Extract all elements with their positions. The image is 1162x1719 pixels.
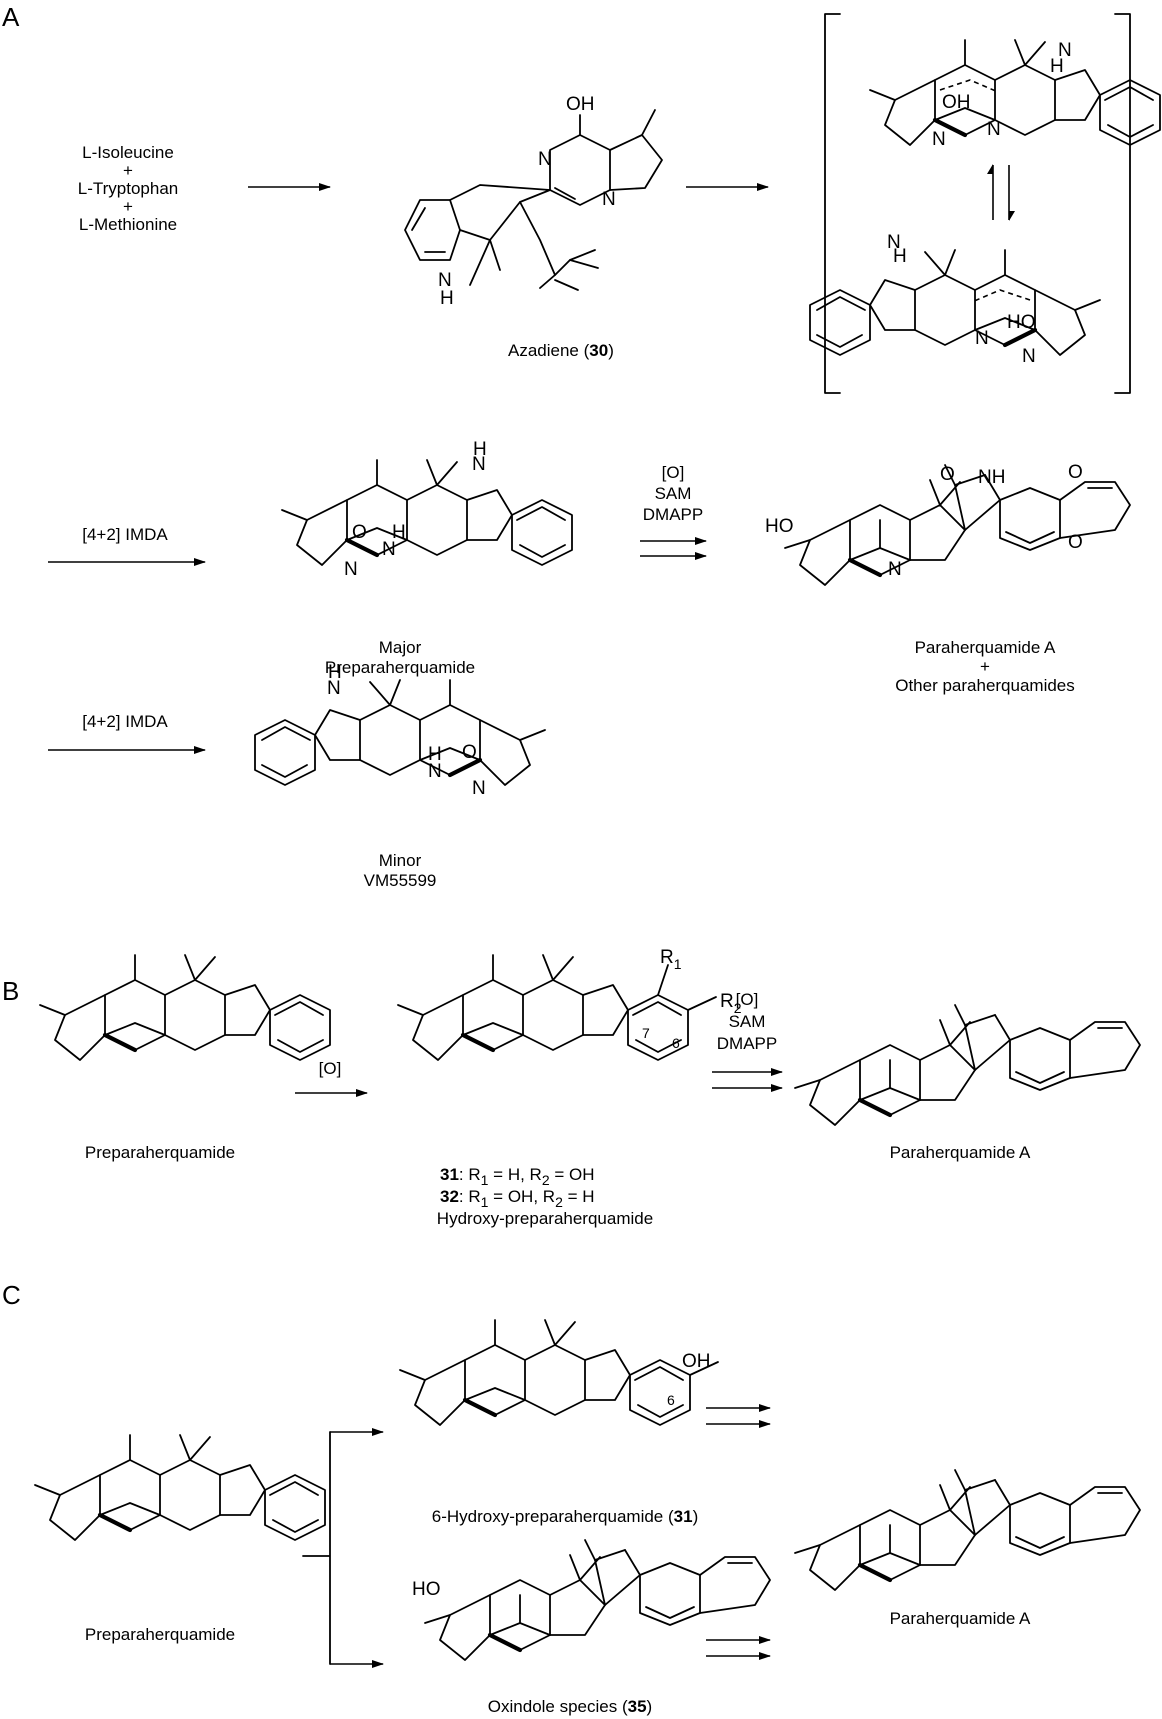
svg-text:N: N [888, 559, 902, 580]
other-products-label: Other paraherquamides [895, 676, 1075, 695]
reactant-isoleucine: L-Isoleucine [82, 143, 174, 162]
minor-n: N [472, 778, 486, 799]
oxindole-ho: HO [412, 1579, 441, 1600]
preparaherquamide-c-label: Preparaherquamide [85, 1625, 235, 1644]
panel-a-label: A [2, 2, 20, 32]
svg-text:O: O [1068, 462, 1083, 483]
imda-major-condition: [4+2] IMDA [82, 525, 168, 544]
major-name: Preparaherquamide [325, 658, 475, 677]
paraherquamide-a-structure: O NH HO N O O [765, 462, 1130, 585]
svg-text:O: O [940, 464, 955, 485]
azadiene-n2: N [602, 189, 616, 210]
hydroxy-31-structure [400, 1320, 719, 1425]
azadiene-structure: OH N N N H [404, 94, 663, 309]
svg-text:HO: HO [765, 516, 794, 537]
preparaherquamide-b-label: Preparaherquamide [85, 1143, 235, 1162]
left-bracket [824, 13, 841, 394]
oxindole-35-structure [425, 1540, 770, 1660]
r1-substituent: R1 [660, 947, 682, 972]
panel-b-label: B [2, 976, 19, 1006]
hydroxy-preparaherquamide-structure [398, 955, 717, 1060]
branch-line [302, 1431, 331, 1665]
svg-text:N: N [1058, 40, 1072, 61]
svg-text:OH: OH [942, 92, 971, 113]
svg-text:O: O [352, 522, 367, 543]
transition-state-top: N H OH N N [870, 40, 1160, 150]
r2-substituent: R2 [720, 991, 742, 1016]
azadiene-nh: N [438, 270, 452, 291]
svg-text:O: O [1068, 532, 1083, 553]
azadiene-label: Azadiene (30) [508, 341, 614, 360]
svg-text:N: N [472, 454, 486, 475]
plus-sign: + [980, 657, 990, 676]
position-7-label: 7 [642, 1025, 650, 1041]
minor-o: O [462, 742, 477, 763]
svg-text:NH: NH [978, 467, 1005, 488]
condition-oxidation: [O] [736, 990, 759, 1009]
paraherquamide-a-structure-b [795, 1005, 1140, 1125]
svg-text:N: N [344, 559, 358, 580]
minor-vm55599-structure [255, 680, 545, 785]
azadiene-oh: OH [566, 94, 595, 115]
condition-oxidation: [O] [662, 463, 685, 482]
ts-bottom-n1: N [975, 328, 989, 349]
ts-bottom-n2: N [1022, 346, 1036, 367]
condition-dmapp: DMAPP [717, 1034, 777, 1053]
compound-31-definition: 31: R1 = H, R2 = OH [440, 1165, 595, 1188]
right-bracket [1114, 13, 1131, 394]
hydroxy-31-label: 6-Hydroxy-preparaherquamide (31) [432, 1507, 698, 1526]
azadiene-h: H [440, 288, 454, 309]
svg-text:H: H [1050, 56, 1064, 77]
ts-bottom-nh: N [887, 232, 901, 253]
paraherquamide-a-structure-c [795, 1470, 1140, 1590]
transition-state-bottom [810, 250, 1100, 355]
major-label: Major [379, 638, 422, 657]
oxindole-35-label: Oxindole species (35) [488, 1697, 652, 1716]
minor-h: H [328, 662, 342, 683]
reactant-methionine: L-Methionine [79, 215, 177, 234]
svg-text:H: H [392, 522, 406, 543]
imda-minor-condition: [4+2] IMDA [82, 712, 168, 731]
minor-h2: H [428, 744, 442, 765]
azadiene-n1: N [538, 149, 552, 170]
position-6-label: 6 [667, 1392, 675, 1408]
svg-text:N: N [382, 539, 396, 560]
paraherquamide-a-label-b: Paraherquamide A [890, 1143, 1031, 1162]
minor-nh: N [327, 678, 341, 699]
compound-32-definition: 32: R1 = OH, R2 = H [440, 1187, 595, 1210]
plus-sign: + [123, 161, 133, 180]
condition-dmapp: DMAPP [643, 505, 703, 524]
condition-sam: SAM [655, 484, 692, 503]
plus-sign: + [123, 197, 133, 216]
svg-text:N: N [932, 129, 946, 150]
major-preparaherquamide-structure: N H O N N H [282, 439, 572, 580]
ts-bottom-h: H [893, 246, 907, 267]
ts-bottom-ho: HO [1007, 312, 1036, 333]
hydroxy-preparaherquamide-label: Hydroxy-preparaherquamide [437, 1209, 653, 1228]
position-6-label: 6 [672, 1035, 680, 1051]
condition-sam: SAM [729, 1012, 766, 1031]
panel-c-label: C [2, 1280, 21, 1310]
hydroxy-oh: OH [682, 1351, 711, 1372]
product-label: Paraherquamide A [915, 638, 1056, 657]
preparaherquamide-b-structure [40, 955, 330, 1060]
reactant-tryptophan: L-Tryptophan [78, 179, 178, 198]
paraherquamide-a-label-c: Paraherquamide A [890, 1609, 1031, 1628]
minor-nh2: N [428, 761, 442, 782]
minor-name: VM55599 [364, 871, 437, 890]
svg-text:N: N [987, 119, 1001, 140]
condition-oxidation: [O] [319, 1059, 342, 1078]
minor-label: Minor [379, 851, 422, 870]
preparaherquamide-c-structure [35, 1435, 325, 1540]
svg-text:H: H [473, 439, 487, 460]
